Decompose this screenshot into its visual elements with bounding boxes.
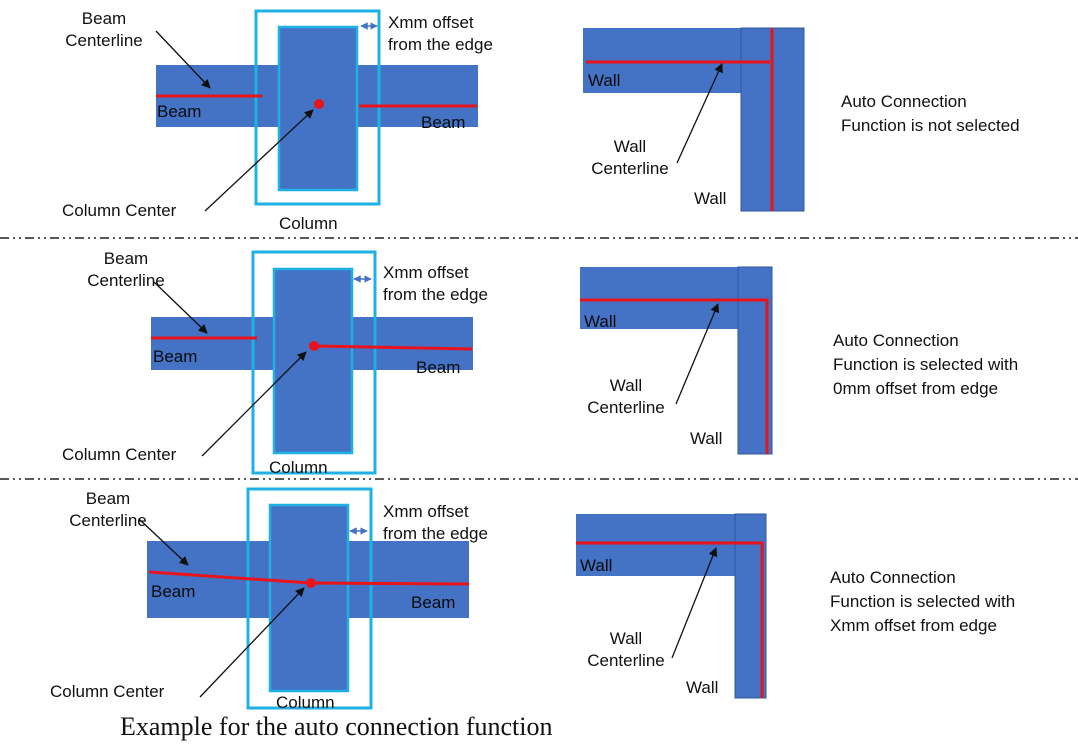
wall-centerline-label-2: Wall Centerline	[587, 376, 665, 417]
column-center-dot-2	[309, 341, 319, 351]
wall-top-label-1: Wall	[588, 71, 621, 90]
figure-caption: Example for the auto connection function	[120, 712, 553, 741]
wall-centerline-arrow-3	[671, 547, 718, 659]
wall-vertical-outline-3	[734, 513, 767, 699]
beam-centerline-label-3: Beam Centerline	[69, 489, 147, 530]
beam-centerline-arrow-1	[155, 30, 211, 89]
offset-label-1: Xmm offset from the edge	[388, 13, 493, 54]
wall-horizontal-3	[576, 514, 766, 576]
beam-right-label-3: Beam	[411, 593, 456, 612]
column-2	[272, 267, 354, 455]
column-label-3: Column	[276, 693, 335, 712]
column-3	[268, 503, 350, 693]
beam-centerline-arrow-2	[153, 281, 208, 334]
beam-centerline-right-3	[310, 581, 470, 586]
offset-label-3: Xmm offset from the edge	[383, 502, 488, 543]
beam-centerline-label-1: Beam Centerline	[65, 9, 143, 50]
column-center-arrow-3	[199, 587, 305, 698]
column-center-label-1: Column Center	[62, 201, 177, 220]
wall-centerline-2	[580, 298, 769, 454]
wall-bottom-label-3: Wall	[686, 678, 719, 697]
beam-left-label-3: Beam	[151, 582, 196, 601]
column-center-arrow-2	[201, 351, 307, 457]
column-center-arrow-1	[204, 109, 314, 212]
beam-centerline-label-2: Beam Centerline	[87, 249, 165, 290]
beam-left-label-1: Beam	[157, 102, 202, 121]
beam-right-label-2: Beam	[416, 358, 461, 377]
wall-bottom-label-2: Wall	[690, 429, 723, 448]
beam-centerline-right-2	[313, 344, 473, 351]
beam-right-label-1: Beam	[421, 113, 466, 132]
beam-left-label-2: Beam	[153, 347, 198, 366]
wall-top-label-3: Wall	[580, 556, 613, 575]
column-label-1: Column	[279, 214, 338, 233]
offset-label-2: Xmm offset from the edge	[383, 263, 488, 304]
wall-top-label-2: Wall	[584, 312, 617, 331]
column-center-label-2: Column Center	[62, 445, 177, 464]
wall-centerline-arrow-2	[675, 303, 720, 405]
column-label-2: Column	[269, 458, 328, 477]
beam-centerline-left-3	[148, 570, 312, 585]
wall-centerline-3	[576, 541, 764, 698]
wall-centerline-label-1: Wall Centerline	[591, 137, 669, 178]
wall-vertical-outline-2	[737, 266, 773, 455]
column-center-label-3: Column Center	[50, 682, 165, 701]
description-2: Auto Connection Function is selected wit…	[833, 331, 1019, 398]
wall-bottom-label-1: Wall	[694, 189, 727, 208]
wall-centerline-label-3: Wall Centerline	[587, 629, 665, 670]
column-center-dot-1	[314, 99, 324, 109]
description-1: Auto Connection Function is not selected	[841, 92, 1020, 135]
description-3: Auto Connection Function is selected wit…	[830, 568, 1016, 635]
beam-centerline-arrow-3	[138, 518, 189, 566]
wall-centerline-arrow-1	[676, 63, 723, 164]
column-center-dot-3	[306, 578, 316, 588]
offset-box-2	[251, 250, 377, 475]
offset-box-3	[246, 487, 373, 710]
